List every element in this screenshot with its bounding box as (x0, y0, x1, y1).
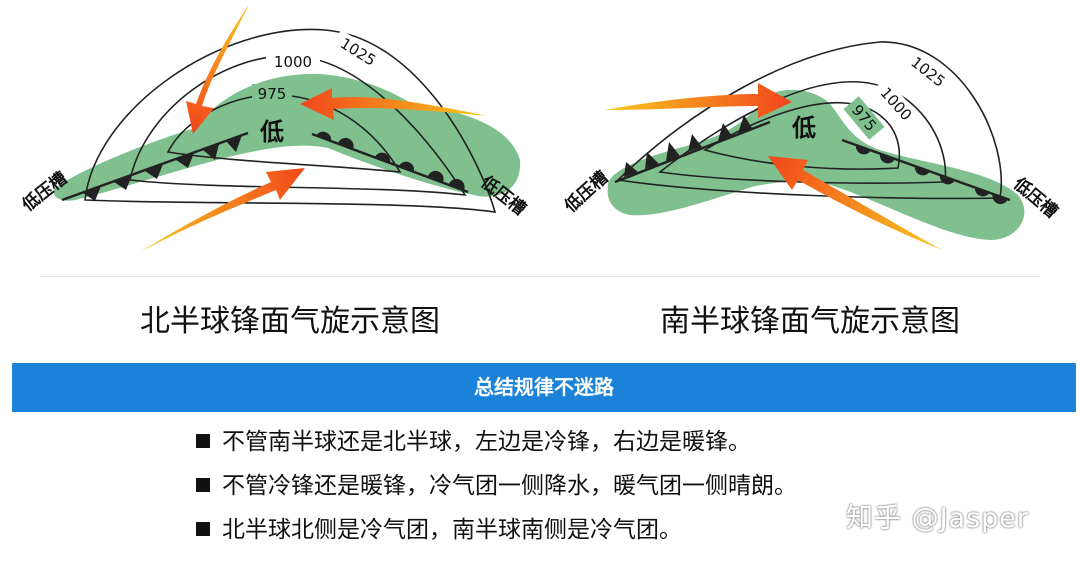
summary-banner: 总结规律不迷路 (12, 363, 1076, 412)
south-caption: 南半球锋面气旋示意图 (660, 304, 960, 339)
south-cold-triangle (624, 162, 638, 177)
north-warm-semicircle (375, 152, 391, 162)
south-low-label: 低 (791, 114, 816, 142)
south-label-mask-975 (843, 96, 885, 140)
south-warm-semicircle (992, 193, 1008, 205)
south-isobar-1000 (658, 81, 947, 184)
south-warm-front-semicircles (855, 145, 1008, 205)
north-warm-front-semicircles (316, 131, 465, 190)
south-arrow-from-southeast (768, 156, 942, 250)
section-divider (40, 276, 1040, 277)
north-isobar-975 (166, 94, 402, 173)
south-cold-front-triangles (624, 115, 752, 177)
north-label-mask-1000 (266, 52, 320, 70)
north-cold-triangle (203, 144, 219, 160)
north-label-mask-1025 (330, 29, 386, 75)
north-cold-front-triangles (83, 135, 242, 201)
north-warm-semicircle (399, 161, 415, 171)
north-label-mask-975 (252, 84, 292, 102)
south-cold-triangle (718, 123, 732, 141)
summary-item: 不管冷锋还是暖锋，冷气团一侧降水，暖气团一侧晴朗。 (196, 466, 797, 510)
south-cold-triangle (666, 142, 680, 161)
south-warm-semicircle (914, 166, 930, 176)
bullet-square-icon (196, 521, 210, 536)
south-arrow-from-west (604, 83, 792, 118)
north-isobar-1025 (84, 28, 497, 213)
south-isobar-1025 (616, 41, 1002, 200)
summary-list: 不管南半球还是北半球，左边是冷锋，右边是暖锋。 不管冷锋还是暖锋，冷气团一侧降水… (196, 422, 797, 554)
north-isobar-label-1000: 1000 (274, 53, 312, 71)
south-label-mask-1025 (901, 48, 955, 96)
summary-title: 总结规律不迷路 (474, 375, 614, 399)
north-arrow-from-east (300, 88, 488, 120)
south-cold-triangle (688, 134, 702, 152)
north-warm-semicircle (449, 178, 465, 190)
north-arrow-from-south (140, 168, 305, 252)
south-label-mask-1000 (871, 77, 921, 131)
north-caption: 北半球锋面气旋示意图 (140, 304, 440, 339)
north-isobar-label-1025: 1025 (337, 34, 379, 70)
north-diagram: 1000 975 1025 低 低压槽 低压槽 (17, 4, 530, 252)
north-isobar-label-975: 975 (258, 85, 287, 103)
bullet-square-icon (196, 477, 210, 492)
summary-item: 不管南半球还是北半球，左边是冷锋，右边是暖锋。 (196, 422, 797, 466)
south-cold-triangle (645, 152, 659, 169)
north-cold-triangle (145, 164, 163, 179)
north-arrow-from-north (186, 4, 249, 134)
north-cold-triangle (176, 153, 194, 168)
bullet-square-icon (196, 433, 210, 448)
south-cold-triangle (738, 115, 752, 133)
summary-item-text: 不管南半球还是北半球，左边是冷锋，右边是暖锋。 (222, 429, 751, 455)
north-warm-semicircle (428, 170, 444, 182)
watermark: 知乎 @Jasper (846, 503, 1030, 534)
north-low-label: 低 (259, 118, 284, 146)
south-warm-semicircle (855, 145, 871, 155)
summary-item: 北半球北侧是冷气团，南半球南侧是冷气团。 (196, 510, 797, 554)
south-warm-semicircle (879, 154, 895, 164)
north-warm-semicircle (316, 131, 332, 141)
summary-item-text: 北半球北侧是冷气团，南半球南侧是冷气团。 (222, 517, 682, 543)
north-cold-triangle (83, 186, 101, 201)
north-cold-front-line (61, 131, 249, 202)
cyclone-diagrams: 1000 975 1025 低 低压槽 低压槽 (17, 4, 1062, 252)
south-trough-left: 低压槽 (560, 167, 613, 217)
south-cold-front-line (614, 120, 771, 184)
north-warm-semicircle (338, 137, 354, 149)
south-warm-semicircle (974, 187, 990, 197)
south-warm-semicircle (939, 175, 955, 185)
north-warm-front-line (311, 132, 469, 194)
south-precip-area (607, 89, 1025, 240)
north-cold-triangle (114, 175, 132, 190)
summary-item-text: 不管冷锋还是暖锋，冷气团一侧降水，暖气团一侧晴朗。 (222, 473, 797, 499)
north-cold-triangle (226, 135, 242, 152)
south-diagram: 1025 1000 975 低 低压槽 低压槽 (560, 41, 1062, 250)
